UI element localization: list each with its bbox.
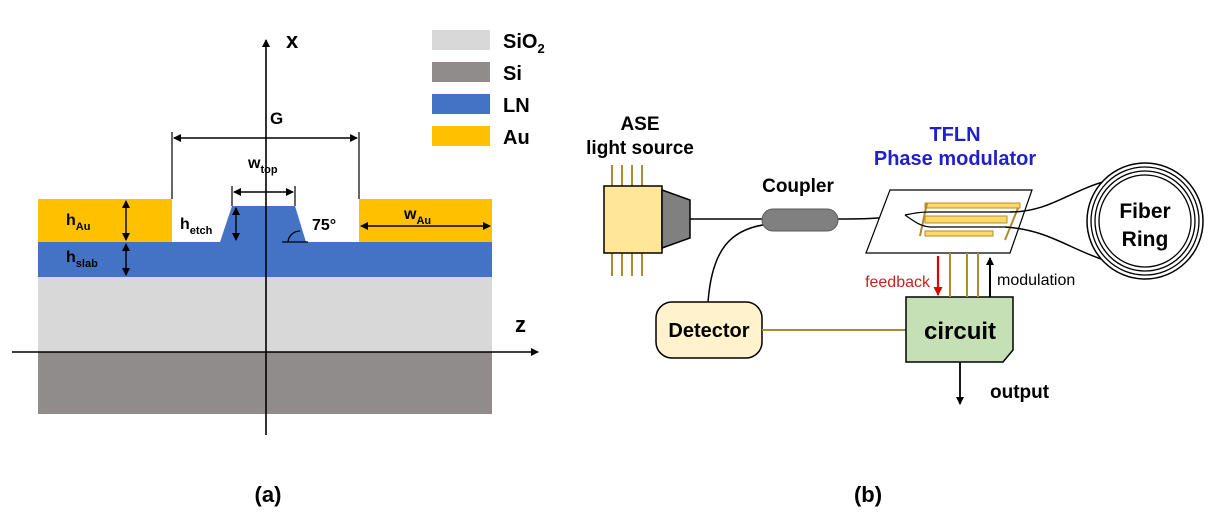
angle-arc <box>287 230 301 243</box>
legend-label-sio2: SiO2 <box>503 31 545 56</box>
ase-source <box>603 165 691 276</box>
sio2-layer <box>38 277 492 352</box>
coupler <box>761 208 839 232</box>
hslab-label: hslab <box>66 249 98 270</box>
feedback-label: feedback <box>865 274 931 291</box>
legend-label-au: Au <box>503 127 530 149</box>
modulation-label: modulation <box>997 272 1075 289</box>
axis-z-label: z <box>515 312 526 337</box>
legend: SiO2 Si LN Au <box>432 30 545 149</box>
fiber-ring <box>1086 162 1204 280</box>
angle-label: 75° <box>312 217 336 234</box>
au-electrode-right <box>359 199 492 242</box>
wau-label: wAu <box>403 206 431 227</box>
fiber-ring-label-line2: Ring <box>1122 228 1169 251</box>
caption-a: (a) <box>255 482 282 507</box>
hau-label: hAu <box>66 212 90 233</box>
modulator-title-line1: TFLN <box>929 124 980 146</box>
ln-ridge <box>220 206 306 242</box>
legend-swatch-sio2 <box>432 30 490 50</box>
legend-label-ln: LN <box>503 95 530 117</box>
circuit <box>905 296 1014 363</box>
legend-swatch-au <box>432 126 490 146</box>
modulator-title-line2: Phase modulator <box>874 148 1036 170</box>
au-electrode-left <box>38 199 172 242</box>
si-layer <box>38 352 492 414</box>
waveguide-split <box>904 211 1010 216</box>
coupler-label: Coupler <box>762 176 834 197</box>
hetch-label: hetch <box>180 216 213 237</box>
ln-slab <box>38 242 492 277</box>
ase-label-line2: light source <box>586 138 694 159</box>
axis-x-label: x <box>286 28 299 53</box>
fiber-detector-coupler <box>707 223 771 303</box>
modulator-electrodes <box>919 202 1021 241</box>
waveguide-split-lower <box>904 214 1005 228</box>
detector-label: Detector <box>668 320 749 342</box>
panel-a: x z G wtop wAu hAu hslab hetch 75° SiO2 <box>12 28 545 507</box>
ase-label-line1: ASE <box>620 114 659 135</box>
wtop-label: wtop <box>247 155 278 176</box>
fiber-modulator-ring-bottom <box>1004 226 1111 263</box>
ase-source-box <box>603 185 663 254</box>
gap-label: G <box>270 109 283 128</box>
legend-label-si: Si <box>503 63 522 85</box>
circuit-label: circuit <box>924 318 996 345</box>
caption-b: (b) <box>854 482 882 507</box>
panel-b: ASE light source Coupler TFLN Phase modu… <box>586 114 1204 507</box>
fiber-ring-label-line1: Fiber <box>1119 200 1170 223</box>
legend-swatch-si <box>432 62 490 82</box>
legend-swatch-ln <box>432 94 490 114</box>
fiber-modulator-ring-top <box>1009 179 1111 213</box>
output-label: output <box>990 382 1050 403</box>
ase-source-nozzle <box>661 188 691 250</box>
